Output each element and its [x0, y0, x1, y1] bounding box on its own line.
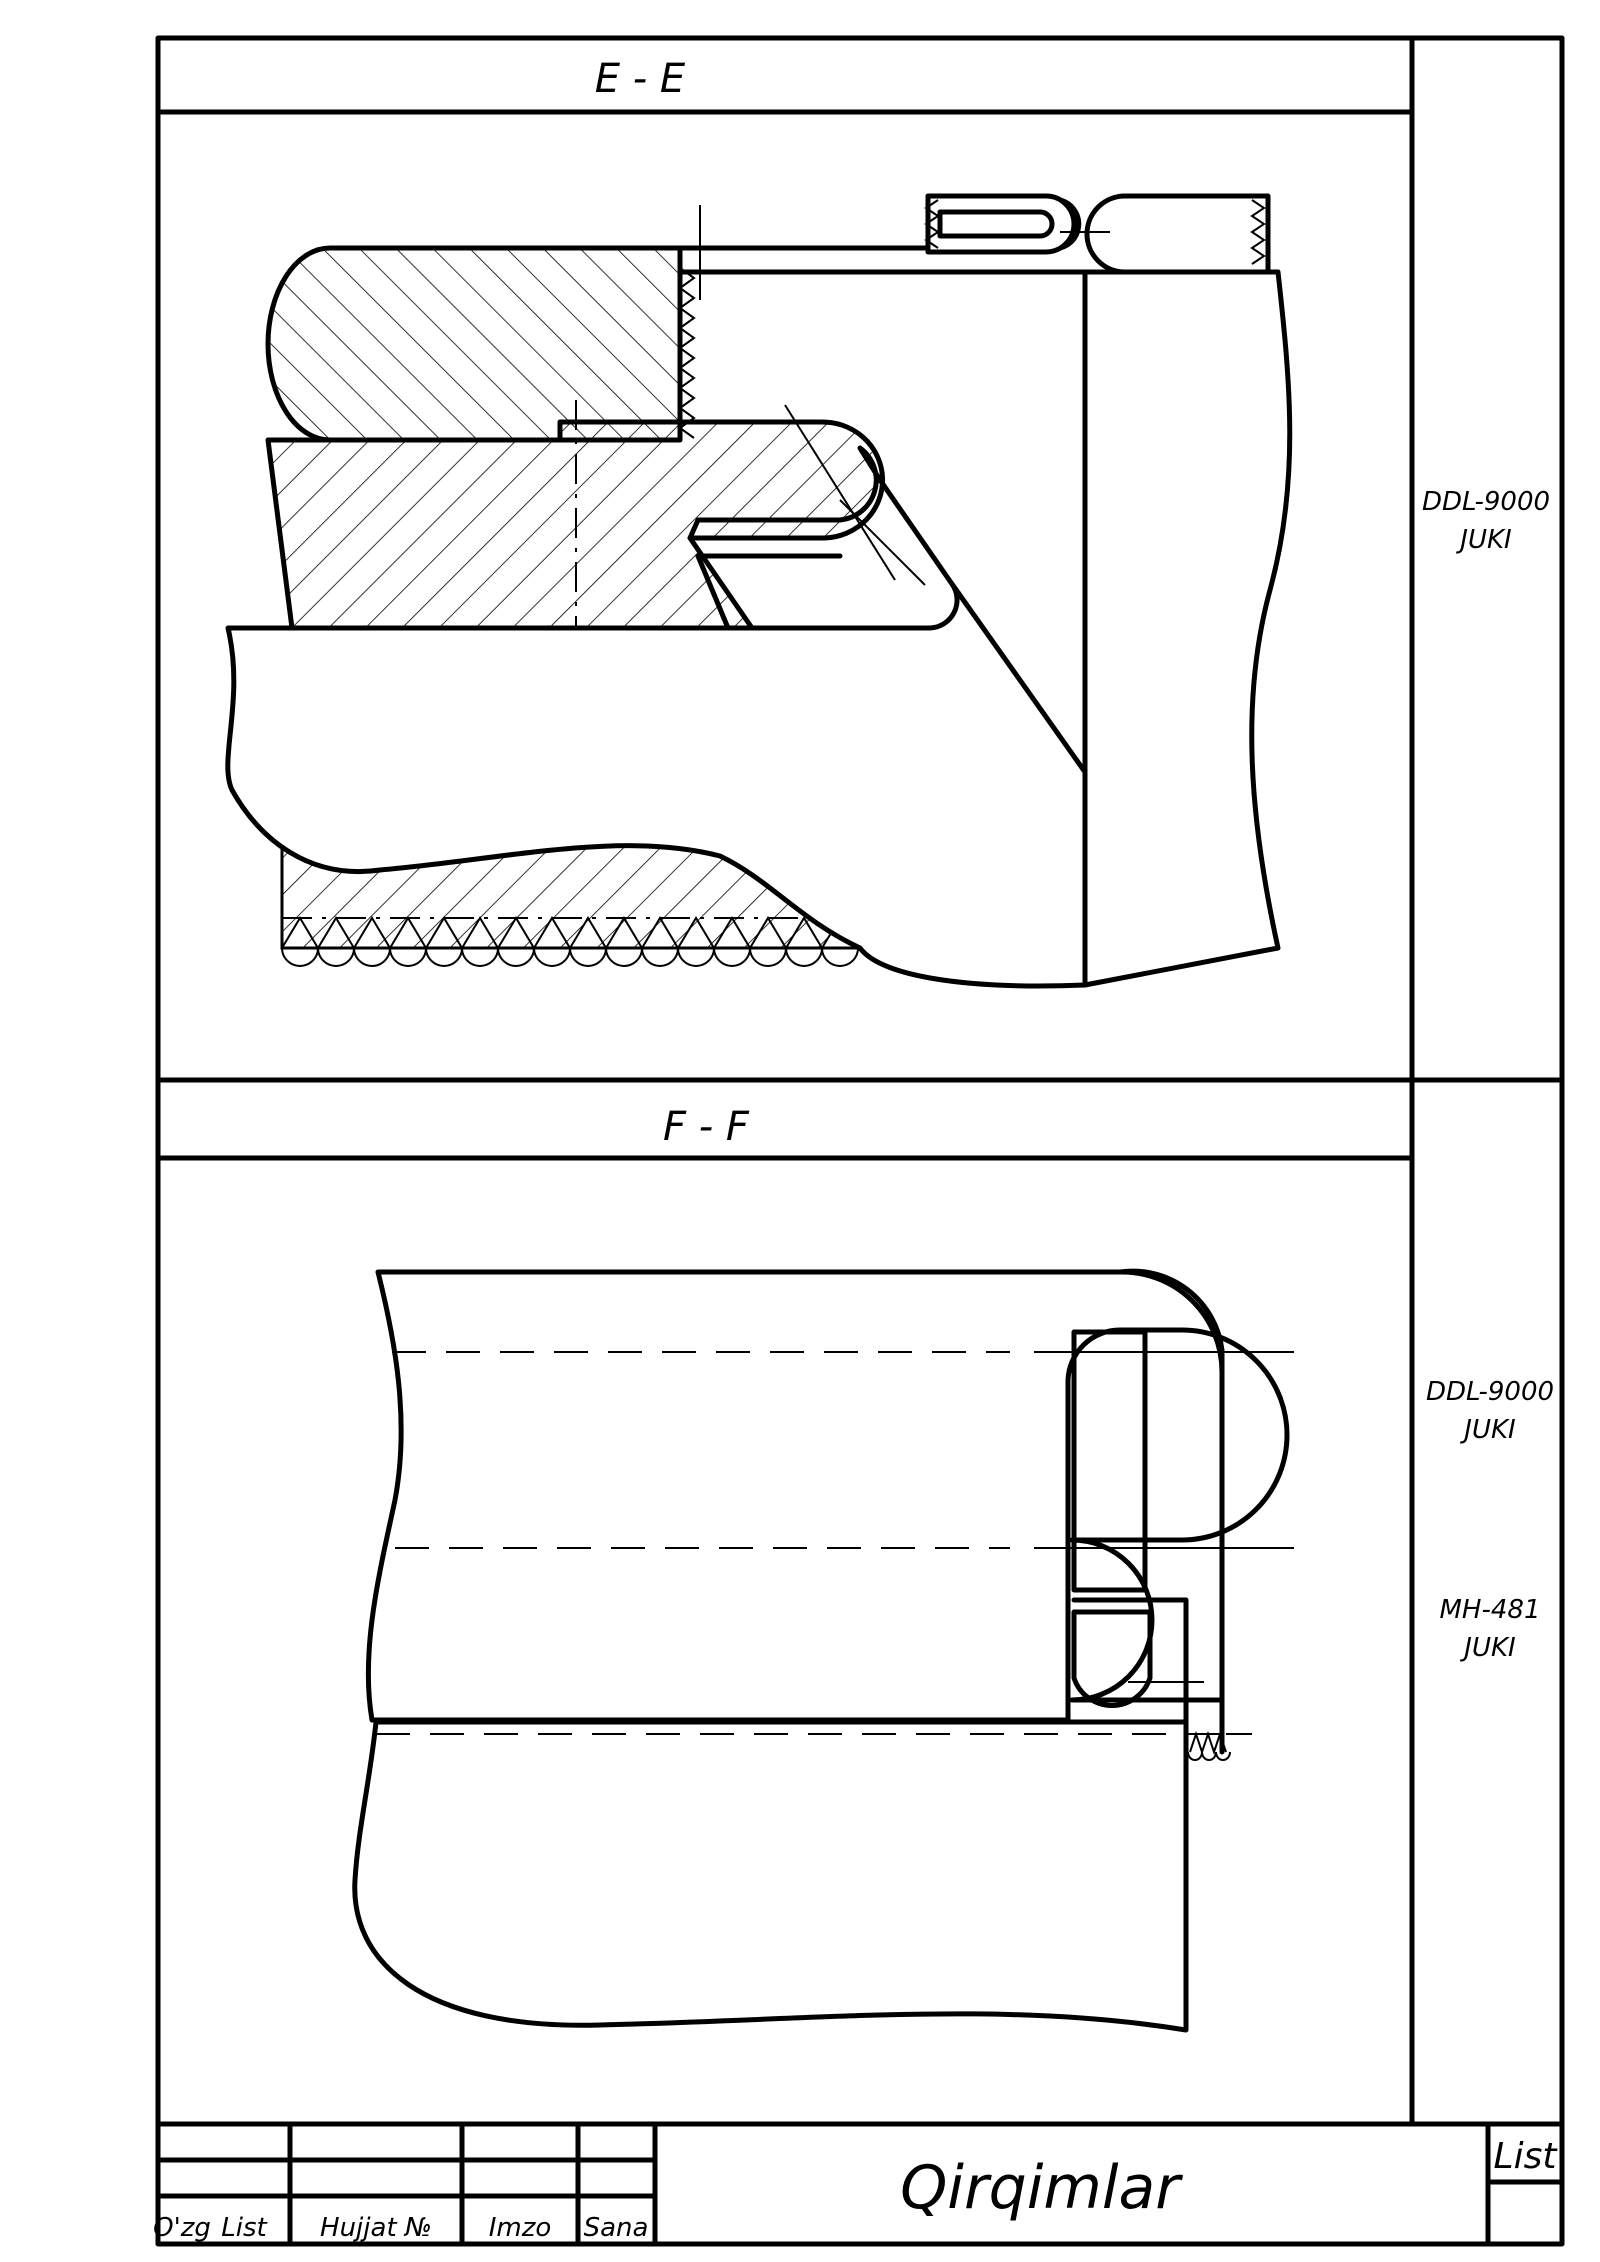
title-block-col-sana: Sana	[584, 2213, 649, 2243]
front-fabric-panel	[225, 581, 1088, 989]
lower-panel-f	[352, 1719, 1189, 2033]
svg-text:JUKI: JUKI	[1459, 1415, 1515, 1445]
title-block-col-ozg: O'zg	[153, 2213, 211, 2243]
title-block-col-imzo: Imzo	[489, 2213, 552, 2243]
title-block-col-list: List	[221, 2213, 267, 2243]
title-block	[155, 2121, 1565, 2247]
section-e-e-drawing	[225, 193, 1293, 989]
svg-text:MH-481: MH-481	[1440, 1595, 1541, 1625]
upper-panel-f	[365, 1268, 1290, 1723]
sheet-frame	[155, 35, 1565, 2247]
side-note-bottom-1: DDL-9000 JUKI	[1426, 1377, 1554, 1445]
svg-text:DDL-9000: DDL-9000	[1426, 1377, 1554, 1407]
side-note-bottom-2: MH-481 JUKI	[1440, 1595, 1541, 1663]
side-note-top: DDL-9000 JUKI	[1422, 487, 1550, 555]
section-f-f-drawing	[352, 1268, 1294, 2033]
top-right-edge	[1084, 193, 1271, 275]
section-title-f-f: F - F	[663, 1104, 750, 1150]
right-fabric-panel	[1082, 269, 1293, 988]
upper-fabric-layer	[265, 245, 683, 443]
sheet-label: List	[1494, 2136, 1559, 2177]
title-block-col-hujjat: Hujjat №	[320, 2213, 432, 2243]
svg-text:JUKI: JUKI	[1459, 1633, 1515, 1663]
overlock-stitch-bottom	[281, 916, 860, 967]
section-title-e-e: E - E	[595, 56, 686, 102]
drawing-title: Qirqimlar	[900, 2153, 1183, 2223]
svg-text:JUKI: JUKI	[1455, 525, 1511, 555]
svg-text:DDL-9000: DDL-9000	[1422, 487, 1550, 517]
